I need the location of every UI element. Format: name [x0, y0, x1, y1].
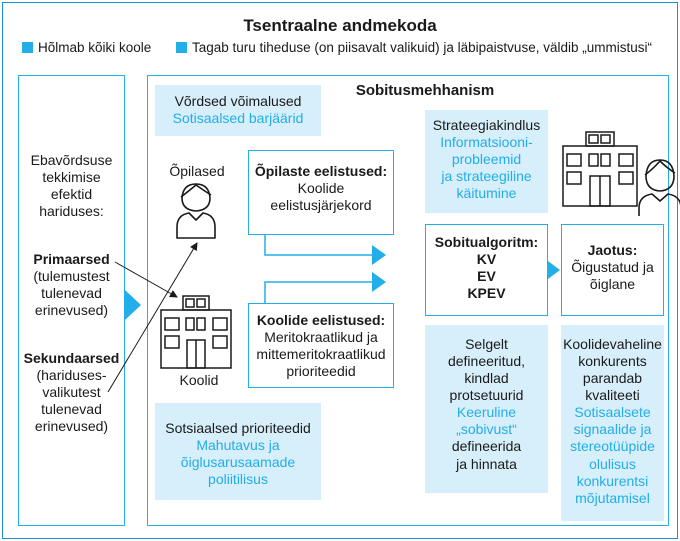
defined-procedures-text: Selgelt defineeritud, kindlad protsetuur…: [447, 336, 526, 472]
secondary-title: Sekundaarsed: [23, 350, 120, 366]
inequality-effects-box: [18, 75, 125, 526]
flow-arrow-student: [372, 245, 386, 265]
school-building-icon: [562, 131, 638, 207]
diagram-title: Tsentraalne andmekoda: [243, 16, 437, 35]
school-icon: [160, 295, 232, 369]
school-competition-box: [561, 325, 664, 521]
primary-title: Primaarsed: [33, 251, 110, 267]
schools-label: Koolid: [179, 372, 219, 388]
primary-pointer-arrow: [114, 261, 178, 298]
secondary-pointer-arrow: [107, 242, 198, 393]
student-preferences-text: Õpilaste eelistused: Koolide eelistusjär…: [254, 163, 388, 214]
social-priorities-text: Sotsiaalsed prioriteedid Mahutavus ja õi…: [165, 420, 311, 488]
equal-opportunities-text: Võrdsed võimalused Sotisaalsed barjäärid: [172, 93, 304, 127]
legend-square-icon: [176, 42, 187, 53]
inequality-intro: Ebavõrdsuse tekkimise efektid hariduses:: [30, 152, 113, 220]
school-competition-text: Koolidevaheline konkurents parandab kval…: [563, 336, 662, 506]
social-priorities-box: [155, 403, 321, 500]
matching-algorithm-text: Sobitualgoritm: KV EV KPEV: [434, 234, 539, 302]
flow-arrow-left: [125, 290, 141, 320]
secondary-effects: Sekundaarsed (hariduses- valikutest tule…: [18, 350, 125, 435]
connector-student-pref: [264, 235, 372, 256]
school-preferences-box: [248, 303, 394, 388]
students-label: Õpilased: [169, 163, 225, 179]
person-icon: [638, 159, 680, 216]
strategy-proofness-box: [425, 110, 548, 213]
legend-item-1: Hõlmab kõiki koole: [22, 40, 151, 55]
matching-mechanism-box: [147, 75, 669, 526]
connector-school-pref: [264, 281, 372, 303]
school-preferences-text: Koolide eelistused: Meritokraatlikud ja …: [256, 312, 386, 380]
legend-label-2: Tagab turu tiheduse (on piisavalt valiku…: [192, 40, 652, 55]
allocation-text: Jaotus: Õigustatud ja õiglane: [571, 242, 654, 293]
flow-arrow-algorithm: [548, 261, 560, 279]
flow-arrow-school: [372, 272, 386, 292]
legend-square-icon: [22, 42, 33, 53]
student-icon: [176, 183, 216, 239]
equal-opportunities-box: [155, 85, 321, 136]
legend-item-2: Tagab turu tiheduse (on piisavalt valiku…: [176, 40, 652, 55]
defined-procedures-box: [425, 325, 548, 493]
primary-effects: Primaarsed (tulemustest tulenevad erinev…: [18, 251, 125, 319]
matching-algorithm-box: [425, 224, 548, 316]
student-preferences-box: [248, 150, 394, 235]
allocation-box: [561, 224, 664, 316]
mechanism-title: Sobitusmehhanism: [355, 82, 495, 99]
strategy-proofness-text: Strateegiakindlus Informatsiooni- proble…: [432, 117, 541, 202]
legend-label-1: Hõlmab kõiki koole: [38, 40, 152, 55]
